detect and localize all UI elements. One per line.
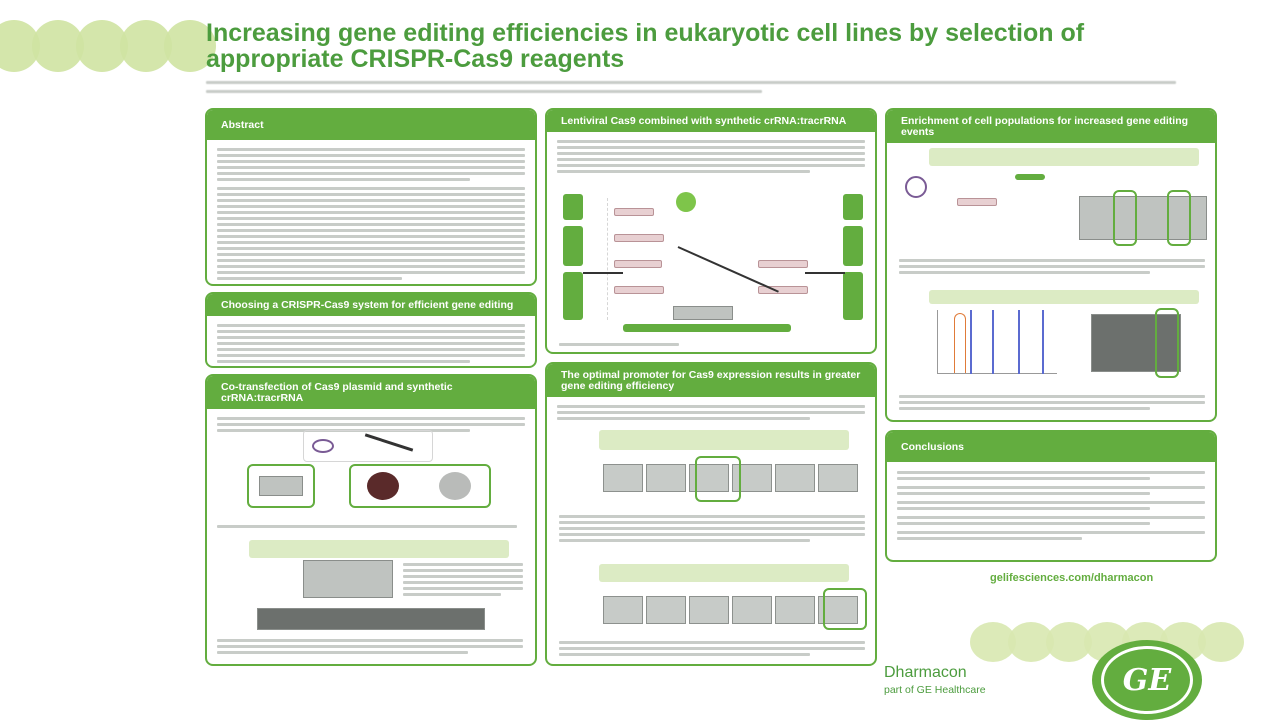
- enrichment-gel-2: [1091, 314, 1181, 372]
- promoter-highlight-1: [695, 456, 741, 502]
- promoter-subheader-2: [599, 564, 849, 582]
- lentiviral-body: [547, 132, 875, 181]
- step-marker-right-2: [843, 226, 863, 266]
- website-link[interactable]: gelifesciences.com/dharmacon: [990, 572, 1154, 584]
- plasmid-map-icon: [905, 176, 927, 198]
- abstract-body: [207, 140, 535, 284]
- cell-image-light: [439, 472, 471, 500]
- promoter-caption-1: [559, 512, 865, 545]
- brand-subtitle: part of GE Healthcare: [884, 684, 986, 696]
- promoter-caption-2: [559, 638, 865, 659]
- enrichment-highlight-2: [1167, 190, 1191, 246]
- decorative-dots-top-left: [0, 20, 216, 72]
- enrichment-highlight-3: [1155, 308, 1179, 378]
- panel-title-conclusions: Conclusions: [887, 432, 1215, 462]
- panel-title-choosing: Choosing a CRISPR-Cas9 system for effici…: [207, 294, 535, 316]
- enrichment-highlight-1: [1113, 190, 1137, 246]
- promoter-body: [547, 397, 875, 428]
- poster-title: Increasing gene editing efficiencies in …: [206, 19, 1085, 73]
- result-box-right: [349, 464, 491, 508]
- enrichment-subheader-1: [929, 148, 1199, 166]
- arrow-right: [805, 272, 845, 274]
- panel-choosing-system: Choosing a CRISPR-Cas9 system for effici…: [205, 292, 537, 368]
- lentiviral-caption: [559, 343, 679, 346]
- promoter-subheader-1: [599, 430, 849, 450]
- flow-histogram: [937, 310, 1057, 374]
- conclusions-body: [887, 462, 1215, 548]
- step-marker-right-1: [843, 194, 863, 220]
- enrichment-construct: [957, 198, 997, 206]
- lentiviral-gel: [673, 306, 733, 320]
- brand-name: Dharmacon: [884, 664, 967, 681]
- ge-logo-monogram: GE: [1122, 662, 1172, 698]
- step-marker-left-2: [563, 226, 583, 266]
- panel-lentiviral: Lentiviral Cas9 combined with synthetic …: [545, 108, 877, 354]
- lentiviral-result-bar: [623, 324, 791, 332]
- promoter-highlight-2: [823, 588, 867, 630]
- panel-title-enrichment: Enrichment of cell populations for incre…: [887, 110, 1215, 143]
- step-marker-left-3: [563, 272, 583, 320]
- ge-logo: GE: [1092, 640, 1202, 720]
- panel-conclusions: Conclusions: [885, 430, 1217, 562]
- cell-image-dark: [367, 472, 399, 500]
- panel-title-lentiviral: Lentiviral Cas9 combined with synthetic …: [547, 110, 875, 132]
- result-box-left: [247, 464, 315, 508]
- gel-image-dark: [257, 608, 485, 630]
- choosing-body: [207, 316, 535, 366]
- panel-title-abstract: Abstract: [207, 110, 535, 140]
- panel-promoter: The optimal promoter for Cas9 expression…: [545, 362, 877, 666]
- enrichment-caption-1: [899, 256, 1205, 277]
- author-list: [206, 78, 1216, 96]
- cotransfection-caption: [217, 636, 523, 657]
- enrichment-caption-2: [899, 392, 1205, 413]
- workflow-diagram: [607, 192, 817, 320]
- step-marker-left-1: [563, 194, 583, 220]
- panel-cotransfection: Co-transfection of Cas9 plasmid and synt…: [205, 374, 537, 666]
- enrichment-gel: [1079, 196, 1207, 240]
- figure-caption-right: [403, 560, 523, 599]
- enrichment-marker: [1015, 174, 1045, 180]
- panel-title-cotransfection: Co-transfection of Cas9 plasmid and synt…: [207, 376, 535, 409]
- cotransfection-subheader: [249, 540, 509, 558]
- panel-enrichment: Enrichment of cell populations for incre…: [885, 108, 1217, 422]
- enrichment-subheader-2: [929, 290, 1199, 304]
- panel-abstract: Abstract: [205, 108, 537, 286]
- arrow-left: [583, 272, 623, 274]
- promoter-gel-row-2: [603, 596, 858, 624]
- step-marker-right-3: [843, 272, 863, 320]
- panel-title-promoter: The optimal promoter for Cas9 expression…: [547, 364, 875, 397]
- plasmid-diagram: [303, 430, 433, 462]
- gel-image-main: [303, 560, 393, 598]
- gel-image-left: [259, 476, 303, 496]
